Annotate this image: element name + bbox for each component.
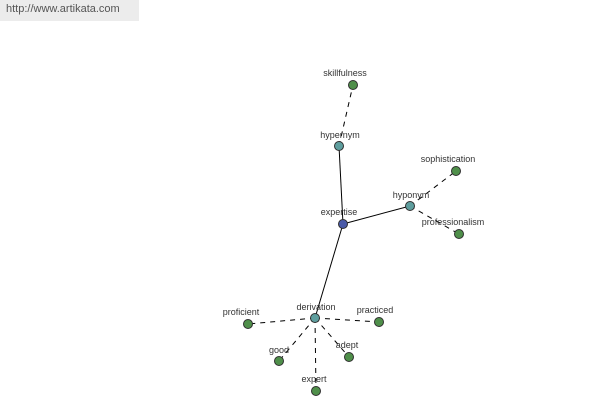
edge-hypernym-skillfulness [338, 84, 354, 147]
relation-node-derivation[interactable] [310, 313, 320, 323]
center-node-expertise[interactable] [338, 219, 348, 229]
relation-label-hypernym[interactable]: hypernym [320, 130, 360, 140]
relation-node-hyponym[interactable] [405, 201, 415, 211]
relation-node-hypernym[interactable] [334, 141, 344, 151]
word-label-proficient[interactable]: proficient [223, 307, 260, 317]
edge-hyponym-sophistication [409, 170, 457, 207]
relation-label-hyponym[interactable]: hyponym [393, 190, 430, 200]
site-url-link[interactable]: http://www.artikata.com [6, 3, 120, 15]
nodes-layer [243, 80, 464, 396]
labels-layer: skillfulness hypernym sophistication profes… [223, 68, 485, 384]
word-node-expert[interactable] [311, 386, 321, 396]
word-label-skillfulness[interactable]: skillfulness [323, 68, 367, 78]
center-label-expertise[interactable]: expertise [321, 207, 358, 217]
word-node-sophistication[interactable] [451, 166, 461, 176]
word-label-adept[interactable]: adept [336, 340, 359, 350]
edge-derivation-proficient [247, 317, 316, 325]
word-label-professionalism[interactable]: professionalism [422, 217, 485, 227]
site-url-banner[interactable]: http://www.artikata.com [0, 0, 139, 21]
word-node-professionalism[interactable] [454, 229, 464, 239]
edge-derivation-practiced [314, 317, 380, 323]
word-label-good[interactable]: good [269, 345, 289, 355]
edge-derivation [314, 223, 344, 319]
word-node-good[interactable] [274, 356, 284, 366]
word-label-practiced[interactable]: practiced [357, 305, 394, 315]
word-node-proficient[interactable] [243, 319, 253, 329]
edges-layer [247, 84, 460, 392]
relation-label-derivation[interactable]: derivation [296, 302, 335, 312]
word-node-practiced[interactable] [374, 317, 384, 327]
edge-hyponym [342, 205, 411, 225]
word-node-skillfulness[interactable] [348, 80, 358, 90]
word-label-expert[interactable]: expert [301, 374, 327, 384]
word-label-sophistication[interactable]: sophistication [421, 154, 476, 164]
edge-derivation-adept [314, 317, 350, 358]
word-node-adept[interactable] [344, 352, 354, 362]
edge-derivation-expert [314, 317, 317, 392]
edge-hypernym [338, 145, 344, 225]
